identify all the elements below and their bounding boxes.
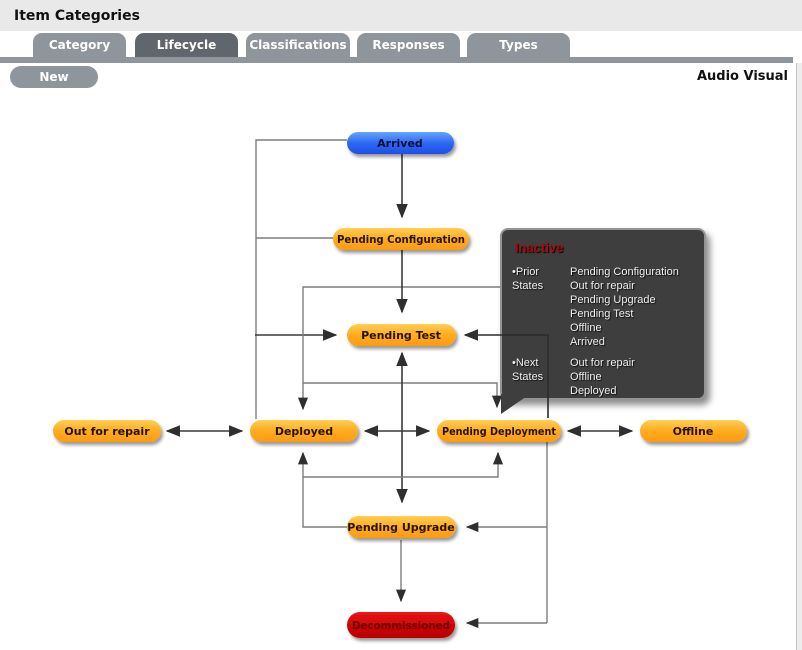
node-pending-test[interactable]: Pending Test: [347, 324, 456, 346]
tab-category[interactable]: Category: [33, 33, 126, 57]
node-pending-deployment-label: Pending Deployment: [442, 425, 556, 438]
node-deployed-label: Deployed: [275, 425, 333, 438]
tooltip-title: Inactive: [515, 240, 564, 255]
node-arrived[interactable]: Arrived: [347, 132, 454, 154]
tooltip-tail: [501, 394, 530, 414]
tooltip-next-states-list: Out for repair Offline Deployed: [570, 356, 635, 398]
tooltip-prior-states-list: Pending Configuration Out for repair Pen…: [570, 265, 679, 349]
node-out-for-repair[interactable]: Out for repair: [53, 420, 161, 442]
edge-pendingupgrade-to-deployed: [297, 451, 347, 528]
tooltip-next-states-row: Next States Out for repair Offline Deplo…: [512, 356, 704, 398]
prior-state-item: Pending Upgrade: [570, 294, 656, 306]
tooltip-next-states-label: Next States: [512, 356, 570, 398]
next-state-item: Deployed: [570, 385, 617, 397]
node-offline-label: Offline: [673, 425, 714, 438]
node-arrived-label: Arrived: [377, 137, 423, 150]
next-state-item: Out for repair: [570, 357, 635, 369]
tab-types[interactable]: Types: [467, 33, 570, 57]
node-pending-configuration[interactable]: Pending Configuration: [333, 228, 469, 250]
content-right-border: [796, 63, 797, 650]
prior-state-item: Arrived: [570, 336, 605, 348]
node-decommissioned-label: Decommissioned: [352, 619, 450, 632]
edge-right-to-deployed: [297, 286, 516, 411]
tooltip-prior-states-row: Prior States Pending Configuration Out f…: [512, 265, 704, 349]
edge-pendingupgrade-to-pendingdeployment: [303, 451, 504, 478]
node-pending-upgrade[interactable]: Pending Upgrade: [347, 516, 456, 538]
node-out-for-repair-label: Out for repair: [64, 425, 150, 438]
node-decommissioned[interactable]: Decommissioned: [347, 612, 455, 638]
title-bar: Item Categories: [0, 0, 802, 31]
edge-rail-to-pendingdeployment-top: [303, 382, 503, 409]
tooltip-prior-states-label: Prior States: [512, 265, 570, 349]
prior-state-item: Pending Test: [570, 308, 634, 320]
tab-underline-bar: [0, 57, 793, 63]
tab-lifecycle[interactable]: Lifecycle: [135, 33, 238, 57]
node-pending-test-label: Pending Test: [361, 329, 441, 342]
node-deployed[interactable]: Deployed: [250, 420, 358, 442]
node-pending-deployment[interactable]: Pending Deployment: [437, 420, 561, 442]
tab-responses[interactable]: Responses: [357, 33, 460, 57]
page-title: Item Categories: [14, 8, 140, 24]
node-pending-upgrade-label: Pending Upgrade: [347, 521, 454, 534]
node-pending-configuration-label: Pending Configuration: [337, 233, 465, 246]
edge-left-rail: [255, 139, 347, 419]
new-button[interactable]: New: [10, 66, 98, 88]
content-right-margin: [797, 63, 802, 650]
node-offline[interactable]: Offline: [640, 420, 747, 442]
prior-state-item: Pending Configuration: [570, 266, 679, 278]
state-tooltip: Inactive Prior States Pending Configurat…: [500, 228, 706, 400]
category-name-label: Audio Visual: [696, 69, 788, 84]
prior-state-item: Offline: [570, 322, 602, 334]
next-state-item: Offline: [570, 371, 602, 383]
tab-classifications[interactable]: Classifications: [246, 33, 350, 57]
prior-state-item: Out for repair: [570, 280, 635, 292]
